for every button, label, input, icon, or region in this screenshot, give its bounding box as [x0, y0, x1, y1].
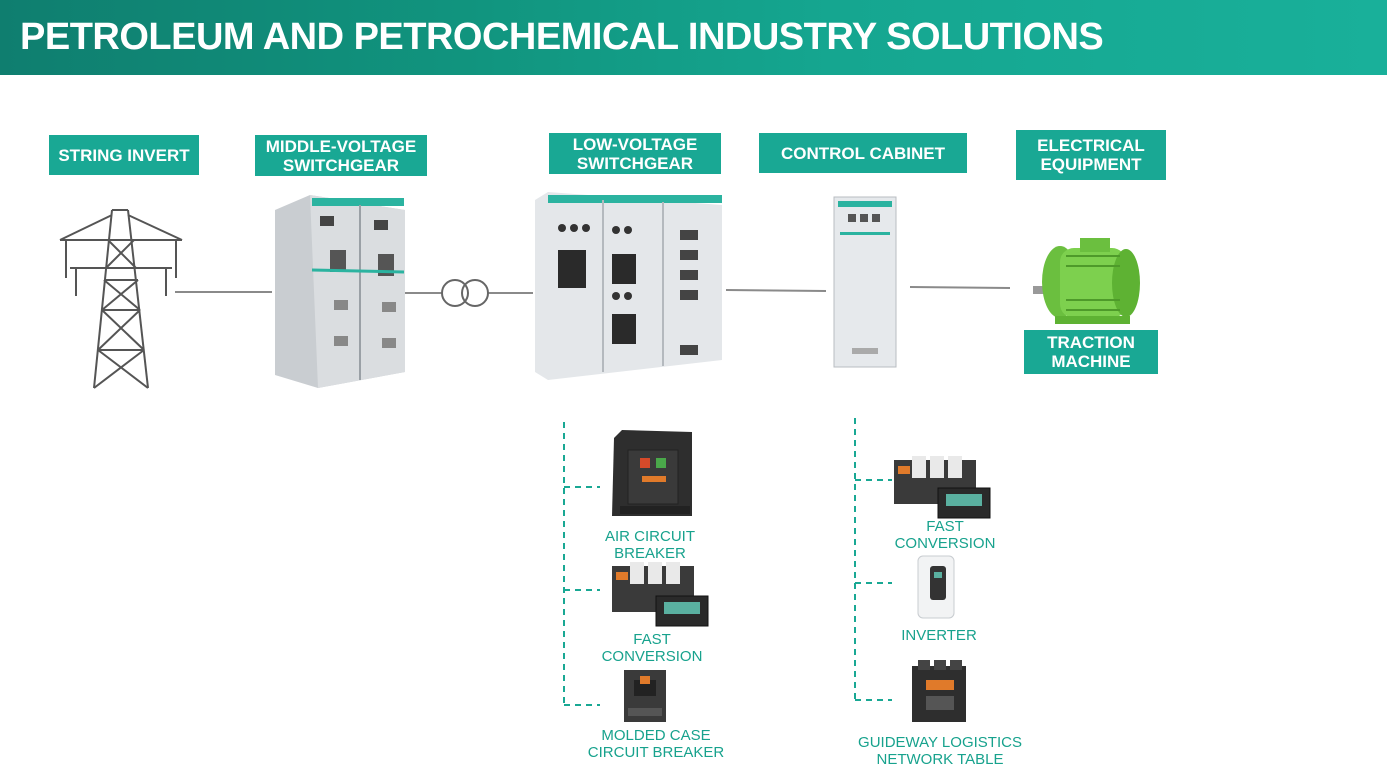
component-label-air-circuit-breaker: AIR CIRCUIT BREAKER [605, 528, 695, 562]
stage-label-low-voltage-switchgear: LOW-VOLTAGE SWITCHGEAR [549, 133, 721, 174]
transmission-tower-icon [59, 209, 183, 389]
stage-label-electrical-equipment: ELECTRICAL EQUIPMENT [1016, 130, 1166, 180]
page-title: PETROLEUM AND PETROCHEMICAL INDUSTRY SOL… [20, 16, 1104, 58]
fast-conversion-icon [894, 456, 991, 519]
air-circuit-breaker-icon [612, 430, 692, 516]
component-label-molded-case-circuit-breaker: MOLDED CASE CIRCUIT BREAKER [587, 727, 725, 761]
lv-switchgear-icon [535, 192, 722, 380]
motor-icon [1033, 238, 1140, 324]
connection-lines [175, 286, 1011, 294]
fast-conversion-icon [612, 562, 709, 627]
motor-label-traction-machine: TRACTION MACHINE [1024, 330, 1158, 374]
header-banner: PETROLEUM AND PETROCHEMICAL INDUSTRY SOL… [0, 0, 1387, 75]
molded-case-breaker-icon [624, 670, 666, 722]
stage-label-string-invert: STRING INVERT [49, 135, 199, 175]
control-component-tree [854, 418, 892, 701]
inverter-icon [917, 555, 955, 619]
control-cabinet-icon [833, 196, 897, 368]
transformer-icon [441, 279, 489, 307]
stage-label-control-cabinet: CONTROL CABINET [759, 133, 967, 173]
component-label-fast-conversion-lv: FAST CONVERSION [601, 631, 703, 665]
component-label-guideway-logistics-network-table: GUIDEWAY LOGISTICS NETWORK TABLE [858, 734, 1022, 768]
stage-label-middle-voltage-switchgear: MIDDLE-VOLTAGE SWITCHGEAR [255, 135, 427, 176]
contactor-icon [912, 660, 966, 722]
lv-component-tree [563, 422, 600, 706]
component-label-inverter: INVERTER [901, 627, 977, 644]
mv-switchgear-icon [275, 195, 405, 388]
component-label-fast-conversion-control: FAST CONVERSION [894, 518, 996, 552]
